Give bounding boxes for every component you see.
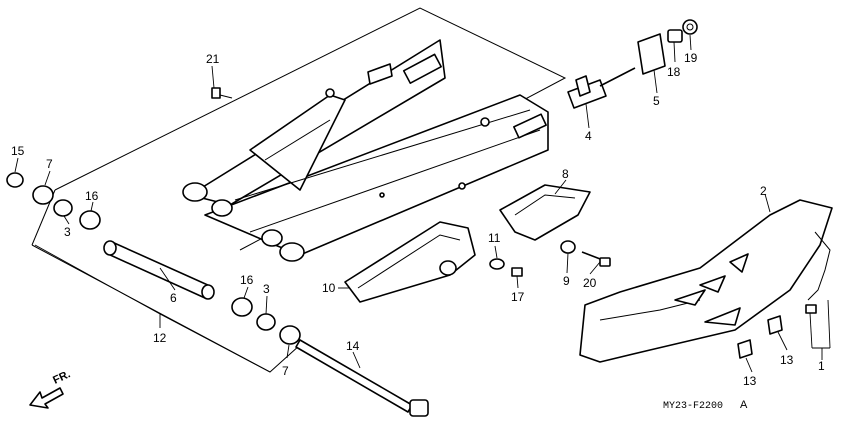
swingarm [182, 39, 549, 262]
callout-5: 5 [653, 94, 660, 108]
front-direction-indicator: FR. [29, 368, 72, 409]
callout-18: 18 [667, 65, 681, 79]
callout-7-lower: 7 [282, 364, 289, 378]
diagram-code-suffix: A [740, 399, 748, 411]
callout-6: 6 [170, 291, 177, 305]
callout-3-upper: 3 [64, 225, 71, 239]
callout-14: 14 [346, 339, 360, 353]
callout-1: 1 [818, 359, 825, 373]
callout-13-right: 13 [780, 353, 794, 367]
chain-slider [344, 221, 476, 303]
diagram-code: MY23-F2200 [663, 401, 723, 412]
chain-case [579, 199, 833, 363]
callout-4: 4 [585, 129, 592, 143]
callout-17: 17 [511, 290, 525, 304]
chain-guide [499, 184, 591, 241]
callout-9: 9 [563, 274, 570, 288]
callout-12: 12 [153, 331, 167, 345]
callout-19: 19 [684, 51, 698, 65]
callout-21: 21 [206, 52, 220, 66]
callout-2: 2 [760, 184, 767, 198]
callout-13-bottom: 13 [743, 374, 757, 388]
front-direction-label: FR. [51, 368, 72, 386]
callout-20: 20 [583, 276, 597, 290]
callouts: 1 2 3 3 4 5 6 7 7 8 9 10 11 12 13 13 14 … [11, 51, 825, 388]
callout-3-lower: 3 [263, 282, 270, 296]
pivot-parts [6, 172, 429, 417]
leader-lines [14, 34, 831, 373]
callout-7-upper: 7 [46, 157, 53, 171]
callout-8: 8 [562, 167, 569, 181]
callout-15: 15 [11, 144, 25, 158]
callout-11: 11 [488, 231, 501, 245]
chain-adjuster-parts [567, 19, 698, 109]
callout-16-lower: 16 [240, 273, 254, 287]
callout-10: 10 [322, 281, 336, 295]
callout-16-upper: 16 [85, 189, 99, 203]
